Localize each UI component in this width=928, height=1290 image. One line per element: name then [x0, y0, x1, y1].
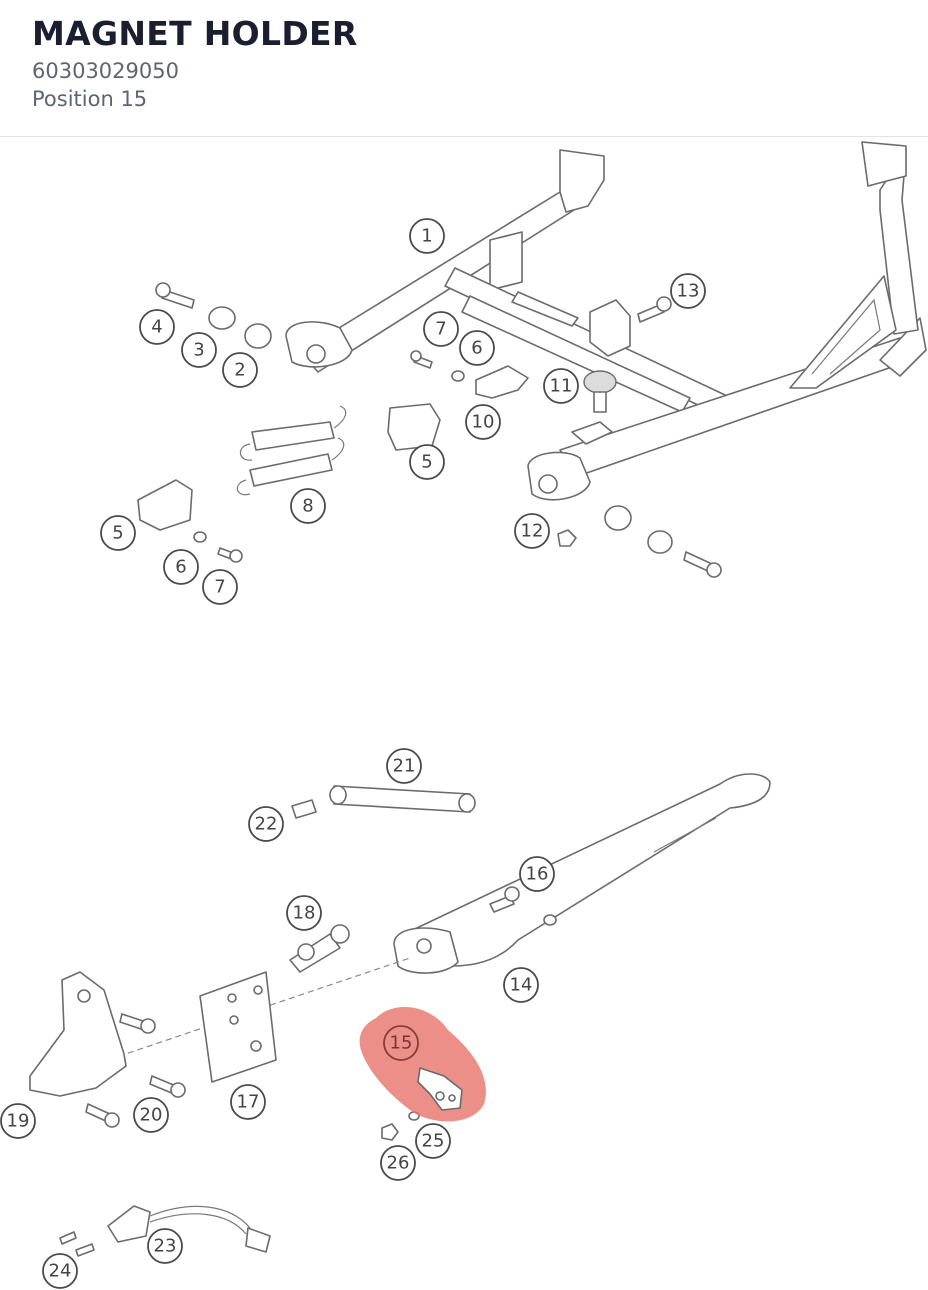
magnet-holder-highlight[interactable] [359, 1006, 486, 1122]
callout-8[interactable]: 8 [290, 488, 326, 524]
svg-text:7: 7 [214, 577, 225, 598]
svg-text:18: 18 [293, 903, 316, 924]
svg-text:26: 26 [387, 1153, 410, 1174]
callout-7-lower[interactable]: 7 [202, 569, 238, 605]
callout-5[interactable]: 5 [409, 444, 445, 480]
callout-20[interactable]: 20 [133, 1097, 169, 1133]
callout-5-lower[interactable]: 5 [100, 515, 136, 551]
svg-text:5: 5 [112, 523, 123, 544]
svg-text:12: 12 [521, 521, 544, 542]
callout-6[interactable]: 6 [459, 330, 495, 366]
callout-25[interactable]: 25 [415, 1123, 451, 1159]
callout-21[interactable]: 21 [386, 748, 422, 784]
callout-16[interactable]: 16 [519, 856, 555, 892]
svg-text:6: 6 [471, 338, 482, 359]
callout-13[interactable]: 13 [670, 273, 706, 309]
callout-3[interactable]: 3 [181, 332, 217, 368]
callout-15[interactable]: 15 [383, 1025, 419, 1061]
exploded-parts-diagram: 1 4 3 2 13 7 6 11 10 5 8 5 6 7 12 21 22 … [0, 138, 928, 1290]
part-number: 60303029050 [32, 59, 179, 83]
svg-text:8: 8 [302, 496, 313, 517]
callout-7[interactable]: 7 [423, 311, 459, 347]
svg-text:19: 19 [7, 1111, 30, 1132]
svg-text:21: 21 [393, 756, 416, 777]
svg-text:20: 20 [140, 1105, 163, 1126]
svg-text:13: 13 [677, 281, 700, 302]
svg-text:16: 16 [526, 864, 549, 885]
callout-24[interactable]: 24 [42, 1253, 78, 1289]
svg-text:15: 15 [390, 1033, 413, 1054]
svg-text:11: 11 [550, 376, 573, 397]
svg-text:22: 22 [255, 814, 278, 835]
callout-23[interactable]: 23 [147, 1228, 183, 1264]
svg-text:5: 5 [421, 452, 432, 473]
svg-text:3: 3 [193, 340, 204, 361]
callout-6-lower[interactable]: 6 [163, 549, 199, 585]
callout-14[interactable]: 14 [503, 967, 539, 1003]
callout-18[interactable]: 18 [286, 895, 322, 931]
svg-text:1: 1 [421, 226, 432, 247]
svg-text:24: 24 [49, 1261, 72, 1282]
callout-4[interactable]: 4 [139, 309, 175, 345]
callout-19[interactable]: 19 [0, 1103, 36, 1139]
svg-text:4: 4 [151, 317, 162, 338]
svg-text:2: 2 [234, 360, 245, 381]
part-header: MAGNET HOLDER 60303029050 Position 15 [0, 0, 928, 137]
svg-text:6: 6 [175, 557, 186, 578]
callout-10[interactable]: 10 [465, 404, 501, 440]
svg-text:7: 7 [435, 319, 446, 340]
svg-text:10: 10 [472, 412, 495, 433]
upper-small-parts [137, 282, 722, 578]
svg-text:17: 17 [237, 1092, 260, 1113]
svg-text:23: 23 [154, 1236, 177, 1257]
side-stand-assembly [29, 773, 771, 1257]
callout-1[interactable]: 1 [409, 218, 445, 254]
part-position: Position 15 [32, 87, 148, 111]
svg-text:25: 25 [422, 1131, 445, 1152]
callout-17[interactable]: 17 [230, 1084, 266, 1120]
center-stand-frame [285, 141, 927, 501]
callout-11[interactable]: 11 [543, 368, 579, 404]
callout-12[interactable]: 12 [514, 513, 550, 549]
svg-text:14: 14 [510, 975, 533, 996]
part-title: MAGNET HOLDER [32, 14, 358, 53]
callout-26[interactable]: 26 [380, 1145, 416, 1181]
diagram-canvas: 1 4 3 2 13 7 6 11 10 5 8 5 6 7 12 21 22 … [0, 141, 927, 1289]
callout-2[interactable]: 2 [222, 352, 258, 388]
callout-22[interactable]: 22 [248, 806, 284, 842]
